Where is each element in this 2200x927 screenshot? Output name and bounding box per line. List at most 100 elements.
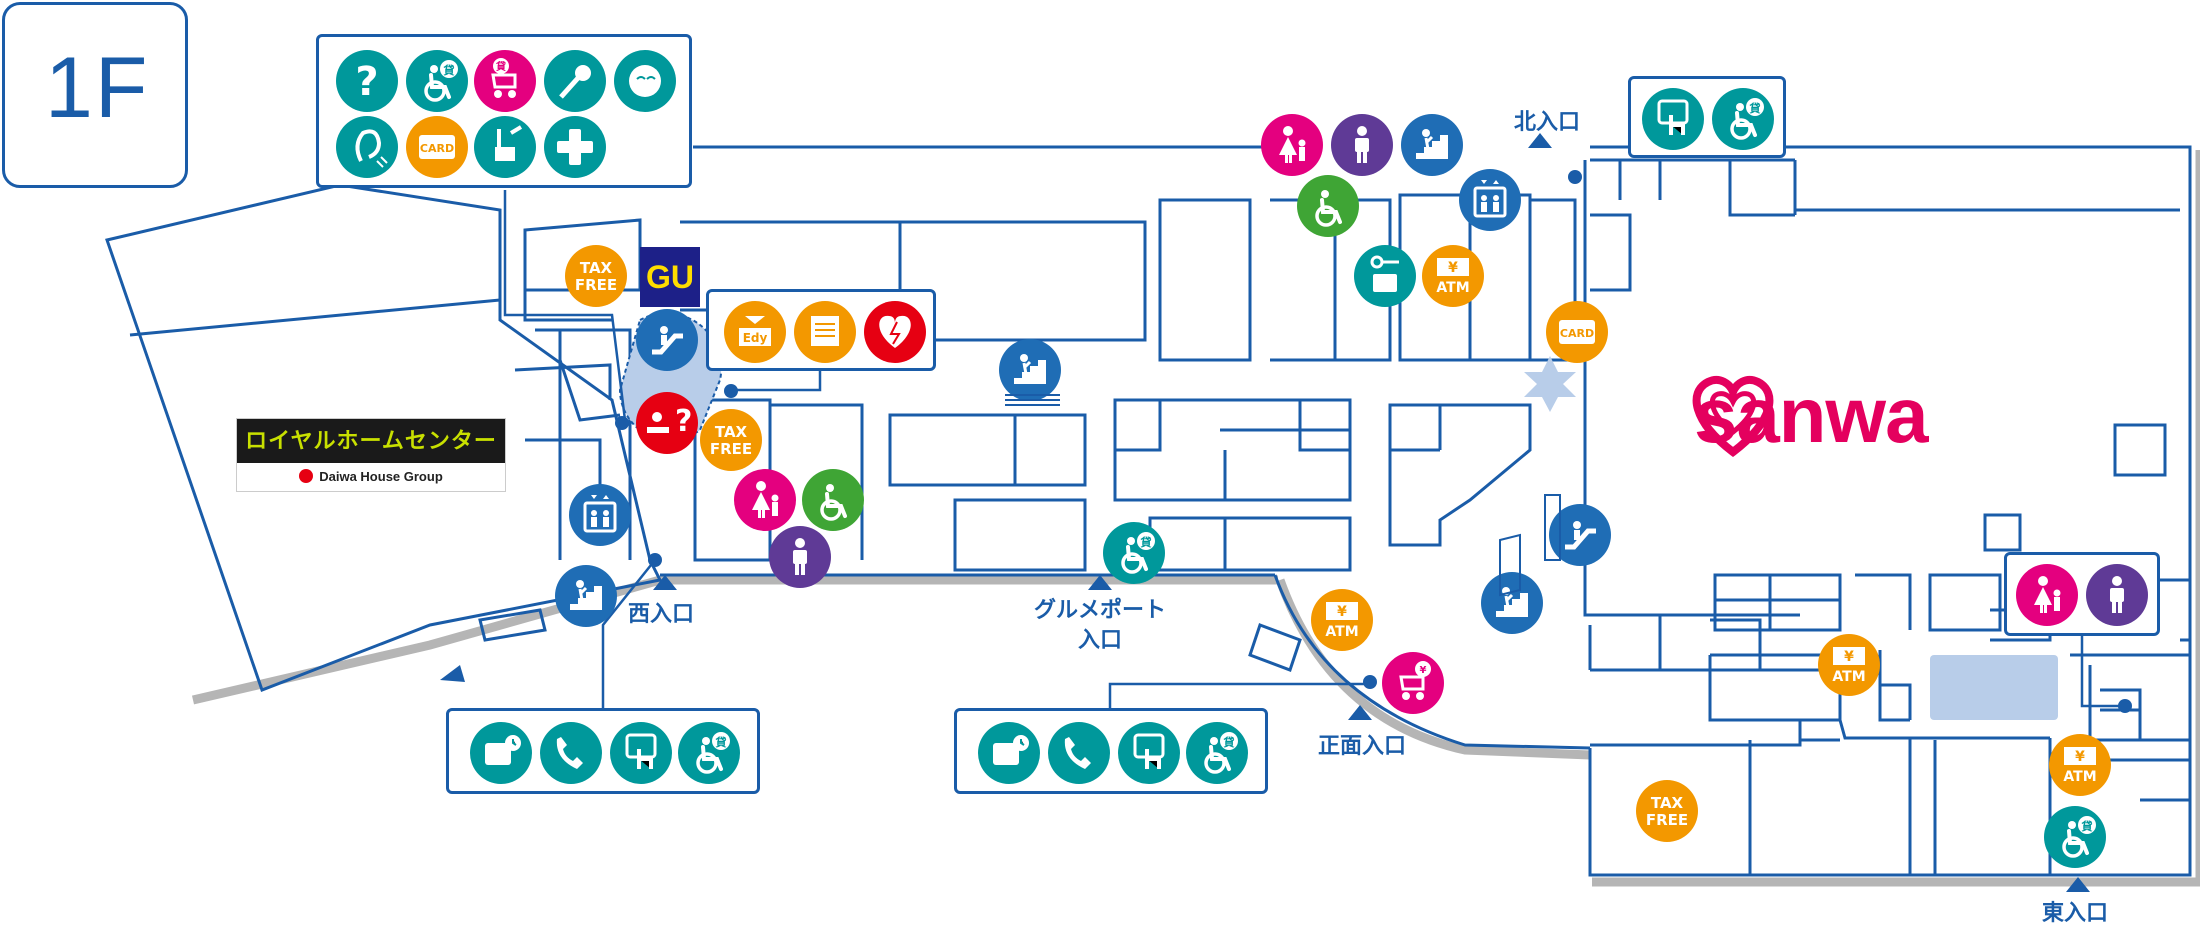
mens-restroom-icon-north[interactable] — [1331, 114, 1393, 176]
aed-icon[interactable] — [864, 301, 926, 363]
svg-text:¥: ¥ — [2075, 749, 2085, 765]
legend-box-bottom-center: 貸 — [954, 708, 1268, 794]
multipurpose-restroom-icon-north[interactable] — [1297, 175, 1359, 237]
tax-free-icon-center[interactable]: TAX FREE — [700, 409, 762, 471]
tax-free-icon-sanwa[interactable]: TAX FREE — [1636, 780, 1698, 842]
legend-box-top: ? 貸 貸 CARD — [316, 34, 692, 188]
svg-text:貸: 貸 — [1223, 735, 1235, 749]
receipt-icon[interactable] — [794, 301, 856, 363]
stairs-icon-sanwa[interactable] — [1481, 572, 1543, 634]
svg-text:貸: 貸 — [495, 60, 506, 73]
connector-dots — [615, 170, 2132, 713]
atm-icon-east[interactable]: ¥ ATM — [2049, 734, 2111, 796]
svg-text:TAX: TAX — [1651, 794, 1684, 812]
royal-home-center-logo[interactable]: ロイヤルホームセンター Daiwa House Group — [236, 418, 506, 492]
svg-text:Edy: Edy — [743, 331, 768, 345]
svg-text:ATM: ATM — [1832, 669, 1865, 685]
svg-text:¥: ¥ — [1337, 604, 1347, 620]
stairs-icon-west[interactable] — [555, 565, 617, 627]
svg-text:貸: 貸 — [1749, 101, 1761, 115]
legend-connectors — [503, 190, 2125, 716]
north-entrance-label: 北入口 — [1514, 110, 1581, 135]
sanwa-logo[interactable]: sanwa — [1688, 372, 2092, 458]
bus-timetable-icon[interactable] — [978, 722, 1040, 784]
svg-text:¥: ¥ — [1844, 649, 1854, 665]
womens-restroom-icon[interactable] — [734, 469, 796, 531]
bus-timetable-icon[interactable] — [470, 722, 532, 784]
gourmet-port-label: グルメポート — [1033, 598, 1166, 623]
legend-box-north: 貸 — [1628, 76, 1786, 158]
map-icons[interactable]: TAX FREE ? TAX FREE — [555, 114, 2111, 868]
svg-text:?: ? — [675, 404, 692, 439]
wheelchair-rental-icon-east[interactable]: 貸 — [2044, 806, 2106, 868]
multipurpose-restroom-icon[interactable] — [802, 469, 864, 531]
stroller-rental-icon-front[interactable]: ¥ — [1382, 652, 1444, 714]
gu-logo-text: GU — [646, 259, 694, 295]
svg-text:FREE: FREE — [710, 440, 752, 458]
touch-panel-icon[interactable] — [1642, 88, 1704, 150]
svg-text:¥: ¥ — [1448, 260, 1458, 276]
atm-icon-front[interactable]: ¥ ATM — [1311, 589, 1373, 651]
legend-box-restroom-sanwa — [2004, 552, 2160, 636]
svg-text:ATM: ATM — [1436, 280, 1469, 296]
touch-panel-icon[interactable] — [1118, 722, 1180, 784]
microphone-icon[interactable] — [544, 50, 606, 112]
tax-free-text-1: TAX — [580, 259, 613, 277]
touch-panel-icon[interactable] — [610, 722, 672, 784]
tax-free-icon-gu[interactable]: TAX FREE — [565, 245, 627, 307]
daiwa-house-logo-mark — [299, 469, 314, 483]
elevator-icon-west[interactable] — [569, 484, 631, 546]
svg-text:貸: 貸 — [1140, 535, 1152, 549]
wheelchair-rental-icon[interactable]: 貸 — [678, 722, 740, 784]
womens-restroom-icon[interactable] — [2016, 564, 2078, 626]
svg-text:貸: 貸 — [715, 735, 727, 749]
svg-text:TAX: TAX — [715, 423, 748, 441]
west-entrance-label: 西入口 — [628, 602, 695, 627]
hearing-aid-icon[interactable] — [336, 116, 398, 178]
edy-charge-icon[interactable]: Edy — [724, 301, 786, 363]
telephone-icon[interactable] — [1048, 722, 1110, 784]
card-counter-icon[interactable]: CARD — [406, 116, 468, 178]
legend-box-bottom-left: 貸 — [446, 708, 760, 794]
wheelchair-rental-icon-gourmet[interactable]: 貸 — [1103, 522, 1165, 584]
sanwa-highlight-block — [1930, 655, 2058, 720]
telephone-icon[interactable] — [540, 722, 602, 784]
card-counter-icon-sanwa[interactable]: CARD — [1546, 301, 1608, 363]
svg-text:¥: ¥ — [1420, 665, 1427, 676]
stairs-icon-center[interactable] — [999, 339, 1061, 401]
lost-child-icon[interactable] — [614, 50, 676, 112]
svg-text:ATM: ATM — [1325, 624, 1358, 640]
gourmet-port-sub-label: 入口 — [1077, 628, 1122, 653]
womens-restroom-icon-north[interactable] — [1261, 114, 1323, 176]
east-entrance-label: 東入口 — [2042, 901, 2109, 926]
svg-text:CARD: CARD — [420, 142, 454, 155]
wheelchair-rental-icon[interactable]: 貸 — [1712, 88, 1774, 150]
svg-text:CARD: CARD — [1560, 327, 1594, 340]
current-location-star — [1524, 356, 1576, 412]
stroller-rental-icon[interactable]: 貸 — [474, 50, 536, 112]
wheelchair-rental-icon[interactable]: 貸 — [1186, 722, 1248, 784]
wheelchair-rental-icon[interactable]: 貸 — [406, 50, 468, 112]
stairs-icon-north[interactable] — [1401, 114, 1463, 176]
svg-text:ATM: ATM — [2063, 769, 2096, 785]
escalator-icon-gu[interactable] — [636, 309, 698, 371]
elevator-icon-north[interactable] — [1459, 169, 1521, 231]
information-counter-icon[interactable]: ? — [636, 392, 698, 454]
mens-restroom-icon[interactable] — [769, 526, 831, 588]
daiwa-house-group-name: Daiwa House Group — [319, 468, 443, 484]
gourmet-port-entrance-label: グルメポート 入口 — [1020, 596, 1180, 656]
card-key-icon[interactable] — [474, 116, 536, 178]
coin-locker-icon[interactable] — [1354, 245, 1416, 307]
front-entrance-label: 正面入口 — [1318, 734, 1407, 759]
information-icon[interactable]: ? — [336, 50, 398, 112]
svg-text:?: ? — [355, 59, 378, 105]
escalator-icon-sanwa[interactable] — [1549, 504, 1611, 566]
royal-home-center-name: ロイヤルホームセンター — [237, 419, 505, 463]
first-aid-icon[interactable] — [544, 116, 606, 178]
mens-restroom-icon[interactable] — [2086, 564, 2148, 626]
svg-text:FREE: FREE — [1646, 811, 1688, 829]
atm-icon-sanwa-mid[interactable]: ¥ ATM — [1818, 634, 1880, 696]
gu-logo[interactable]: GU — [640, 247, 700, 307]
atm-icon-north[interactable]: ¥ ATM — [1422, 245, 1484, 307]
